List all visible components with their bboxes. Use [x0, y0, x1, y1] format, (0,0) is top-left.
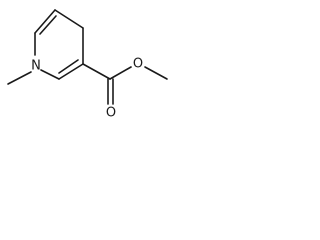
bond-c5-c6 [58, 63, 84, 80]
bond-n1-methyl [7, 71, 32, 85]
bond-ester-o-methyl [144, 66, 168, 80]
bond-c5-c6-inner [58, 59, 79, 74]
ester-oxygen-label: O [133, 57, 143, 72]
bond-c2-c3 [34, 9, 56, 34]
nitrogen-atom-label: N [31, 59, 41, 74]
bond-carbonyl-ester-o [109, 66, 132, 80]
bond-c2-c3-inner [39, 15, 57, 35]
structure-diagram: N O O [7, 9, 168, 121]
carbonyl-oxygen-label: O [106, 106, 116, 121]
bond-c3-c4 [54, 9, 84, 29]
bond-c6-n1 [40, 69, 60, 80]
bond-c5-carbonyl [82, 63, 111, 80]
